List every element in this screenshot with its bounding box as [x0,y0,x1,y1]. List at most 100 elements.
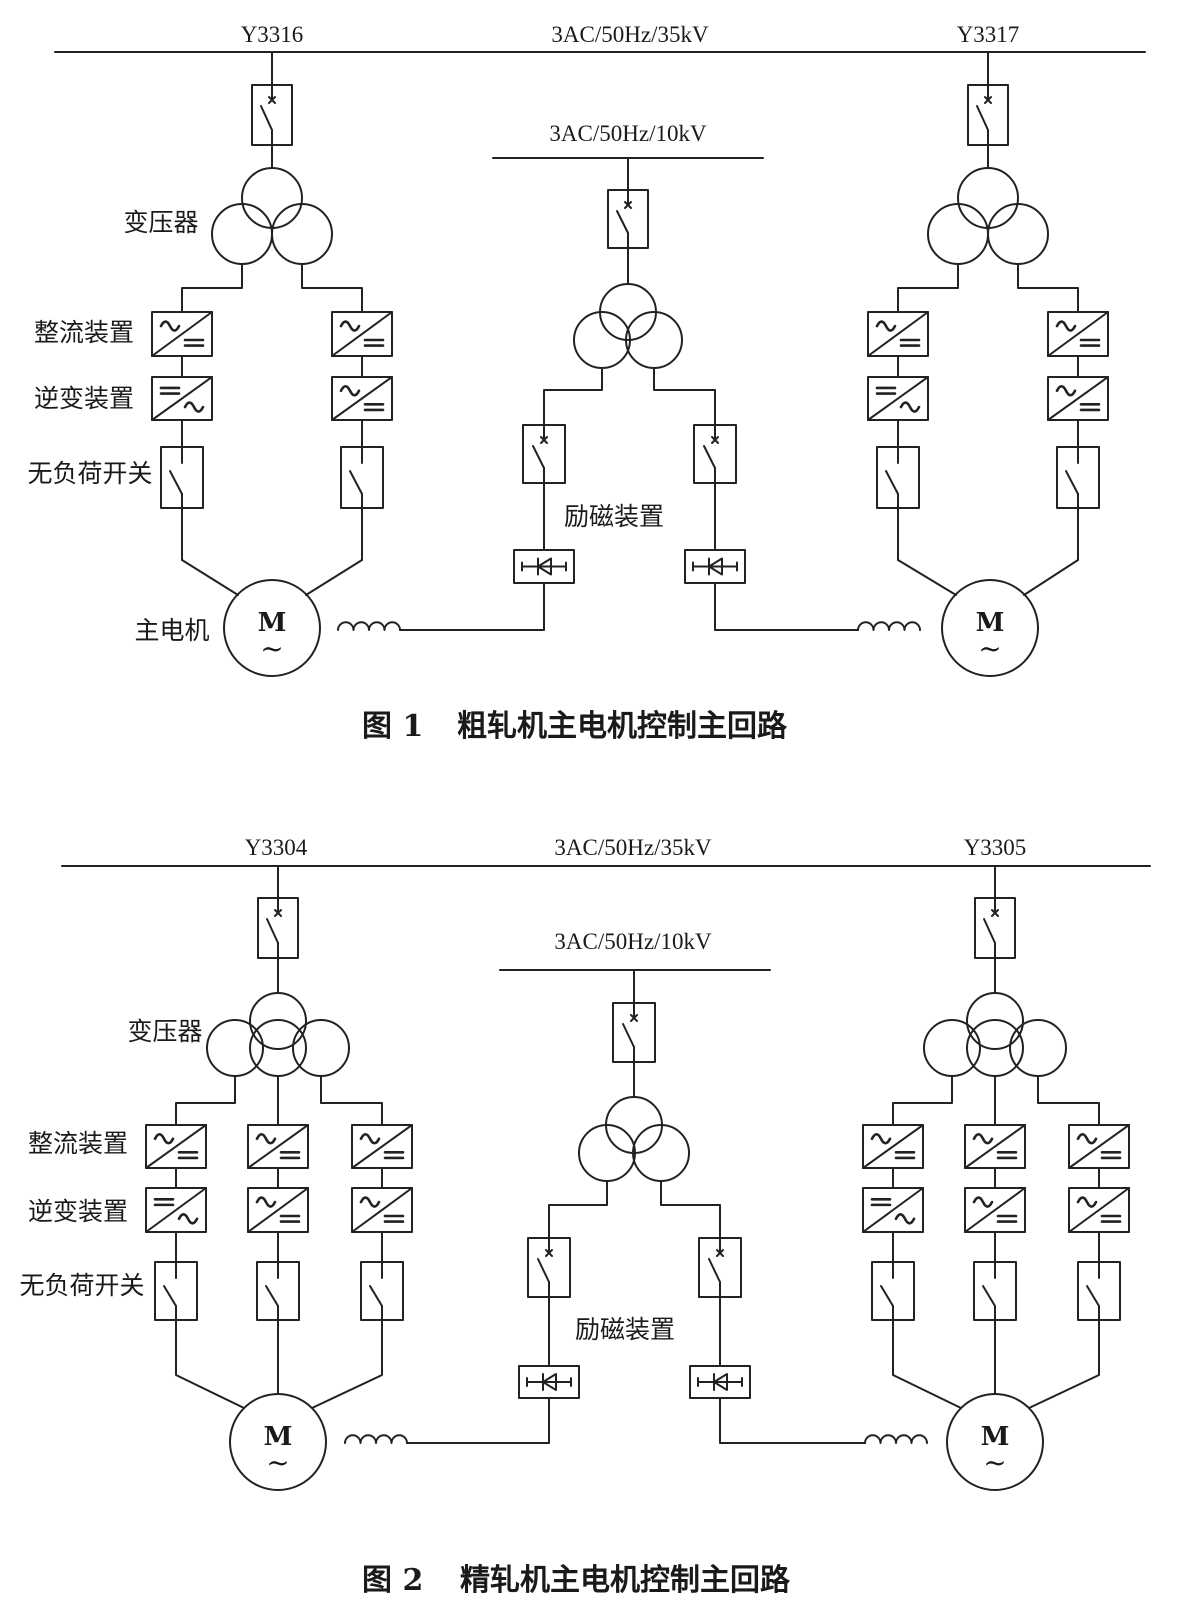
excitation-wire [399,582,545,631]
motor-ac-mark: ~ [260,632,283,665]
breaker-cross-mark [630,1014,638,1022]
diode-rectifier-icon [684,549,746,584]
breaker-blade [983,918,996,944]
breaker-blade [976,105,989,131]
load-switch-icon [256,1261,300,1321]
motor-ac-mark: ~ [978,632,1001,665]
ac-dc-converter-icon [964,1187,1026,1233]
breaker-cross-mark [716,1249,724,1257]
breaker-cross-mark [545,1249,553,1257]
ac-dc-converter-icon [151,311,213,357]
breaker-cross-mark [984,96,992,104]
motor-feed-wire [1023,507,1079,596]
ac-wave-mark [255,1196,277,1208]
left-motor-drive: M~ [151,51,545,677]
converter-diagonal [351,1124,413,1169]
converter-diagonal [145,1187,207,1233]
dc-mark [894,1151,916,1160]
ac-dc-converter-icon [331,311,393,357]
transformer-winding [987,203,1049,265]
rectifier-label: 整流装置 [28,1129,128,1158]
ac-dc-converter-icon [331,376,393,421]
breaker-blade [708,1258,721,1283]
transformer-icon [573,283,683,369]
motor-housing [223,579,321,677]
breaker-cross-mark [268,96,276,104]
figure1-diagram: M~M~ [54,51,1146,677]
circuit-breaker-icon [257,897,299,959]
excitation-supply [499,969,928,1444]
transformer-icon [578,1096,690,1182]
load-switch-icon [876,446,920,509]
branch-wire [181,263,243,313]
ac-wave-mark [894,1213,916,1225]
branch-wire [543,367,603,426]
ac-dc-converter-icon [862,1124,924,1169]
ac-wave-mark [159,320,181,332]
converter-diagonal [867,311,929,357]
circuit-breaker-icon [612,1002,656,1063]
ac-motor-icon: M~ [946,1393,1044,1491]
branch-wire [1037,1075,1100,1126]
motor-housing [946,1393,1044,1491]
load-switch-icon [871,1261,915,1321]
branch-wire [1017,263,1079,313]
dc-mark [153,1197,175,1207]
left-motor-drive: M~ [145,865,550,1491]
ac-wave-mark [972,1132,994,1145]
figure1-caption-title: 粗轧机主电机控制主回路 [457,709,788,744]
diagram-shapes: M~M~M~M~ [54,51,1151,1491]
breaker-blade [532,445,545,469]
ac-dc-converter-icon [1047,311,1109,357]
breaker-cross-mark [991,909,999,917]
dc-mark [870,1197,892,1207]
motor-feed-wire [175,1319,245,1409]
bus-35kv-label: 3AC/50Hz/35kV [551,22,709,47]
branch-wire [892,1075,953,1126]
breaker-cross-mark [711,436,719,444]
converter-diagonal [862,1124,924,1169]
converter-diagonal [331,376,393,421]
ac-dc-converter-icon [1047,376,1109,421]
right-motor-drive: M~ [867,51,1109,677]
ac-wave-mark [972,1196,994,1208]
dc-mark [279,1214,301,1223]
circuit-breaker-icon [522,424,566,484]
dc-mark [996,1214,1018,1223]
dc-mark [177,1151,199,1160]
ac-wave-mark [1076,1132,1098,1145]
dc-mark [875,386,897,395]
figure1-labels: Y3316 3AC/50Hz/35kV Y3317 3AC/50Hz/10kV … [27,22,1019,744]
ac-wave-mark [899,401,921,413]
ac-wave-mark [359,1196,381,1208]
load-switch-blade [265,1285,279,1307]
ac-wave-mark [153,1132,175,1145]
ac-wave-mark [177,1213,199,1225]
circuit-breaker-icon [251,84,293,146]
converter-diagonal [964,1124,1026,1169]
load-switch-icon [360,1261,404,1321]
ac-wave-mark [1055,384,1077,397]
dc-ac-converter-icon [862,1187,924,1233]
motor-feed-wire [181,507,239,596]
dc-mark [279,1151,301,1160]
motor-letter: M [258,608,287,638]
ac-dc-converter-icon [247,1124,309,1169]
load-switch-blade [982,1285,996,1307]
motor-feed-wire [892,1319,962,1409]
transformer-winding [292,1019,350,1077]
ac-dc-converter-icon [1068,1187,1130,1233]
dc-mark [899,338,921,347]
dc-mark [383,1151,405,1160]
motor-housing [941,579,1039,677]
transformer-icon [927,167,1049,265]
load-switch-blade [885,470,899,495]
branch-wire [320,1075,383,1126]
circuit-breaker-icon [974,897,1016,959]
ac-dc-converter-icon [867,311,929,357]
transformer-icon [923,992,1067,1077]
motor-feed-wire [897,507,957,596]
figure2-caption-title: 精轧机主电机控制主回路 [460,1563,791,1598]
excitation-supply [492,157,921,631]
